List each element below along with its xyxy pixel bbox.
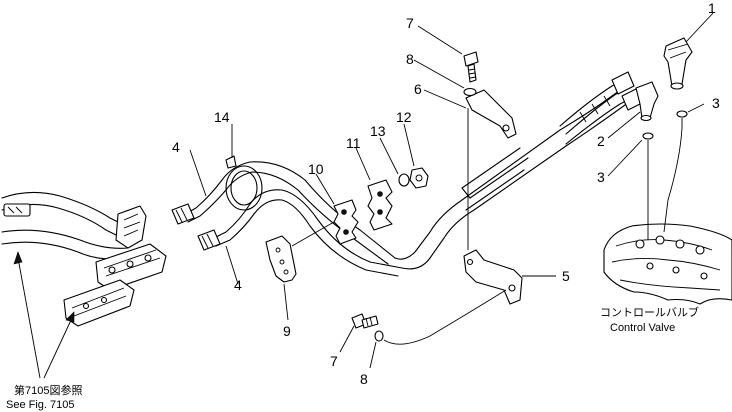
callout-6: 6	[414, 81, 422, 97]
callout-3b: 3	[597, 169, 605, 185]
callout-7b: 7	[330, 353, 338, 369]
elbow-fitting-1	[663, 37, 693, 90]
left-hydraulic-assembly	[1, 191, 167, 327]
reference-label-jp: 第7105図参照	[14, 383, 82, 397]
control-valve	[603, 223, 732, 305]
clamp-11	[367, 179, 393, 231]
callout-numbers: 1 3 2 3 7 8 6 14 4 4 10 11 13 12 5 9 7 8	[172, 0, 720, 387]
callout-13: 13	[370, 123, 386, 139]
callout-1: 1	[708, 0, 716, 16]
washer-8-upper	[463, 87, 477, 97]
plate-9	[265, 235, 297, 283]
guide-line-bolt	[383, 289, 507, 345]
callout-14: 14	[214, 109, 230, 125]
guide-line-valve-b	[663, 118, 683, 233]
callout-9: 9	[283, 323, 291, 339]
hose-assembly-4-upper	[171, 161, 396, 265]
callout-8b: 8	[360, 371, 368, 387]
callout-5: 5	[562, 268, 570, 284]
washer-8-lower	[374, 330, 384, 342]
callout-8a: 8	[406, 51, 414, 67]
hose-assembly-4-lower	[197, 189, 403, 277]
reference-label-en: See Fig. 7105	[6, 399, 75, 411]
callout-2: 2	[597, 133, 605, 149]
callout-12: 12	[396, 109, 412, 125]
bracket-5	[463, 249, 523, 305]
bolt-7-upper	[463, 51, 479, 83]
callout-4b: 4	[234, 277, 242, 293]
callout-7a: 7	[406, 15, 414, 31]
nut-12	[409, 167, 429, 189]
hose-band-14	[225, 155, 263, 211]
o-ring-3a	[676, 110, 688, 118]
control-valve-label-jp: コントロールバルブ	[600, 305, 699, 319]
control-valve-label-en: Control Valve	[610, 322, 675, 334]
callout-11: 11	[346, 135, 361, 151]
elbow-fitting-2	[635, 81, 659, 122]
callout-3a: 3	[712, 95, 720, 111]
leader-lines	[13, 11, 715, 379]
bracket-6	[465, 89, 517, 139]
spacer-13	[398, 173, 410, 187]
o-ring-3b	[642, 132, 654, 140]
callout-10: 10	[308, 161, 324, 177]
guide-line-plate	[291, 221, 335, 247]
clamp-10	[333, 199, 359, 245]
bolt-7-lower	[351, 313, 379, 329]
callout-4a: 4	[172, 139, 180, 155]
main-pipe	[394, 71, 645, 270]
